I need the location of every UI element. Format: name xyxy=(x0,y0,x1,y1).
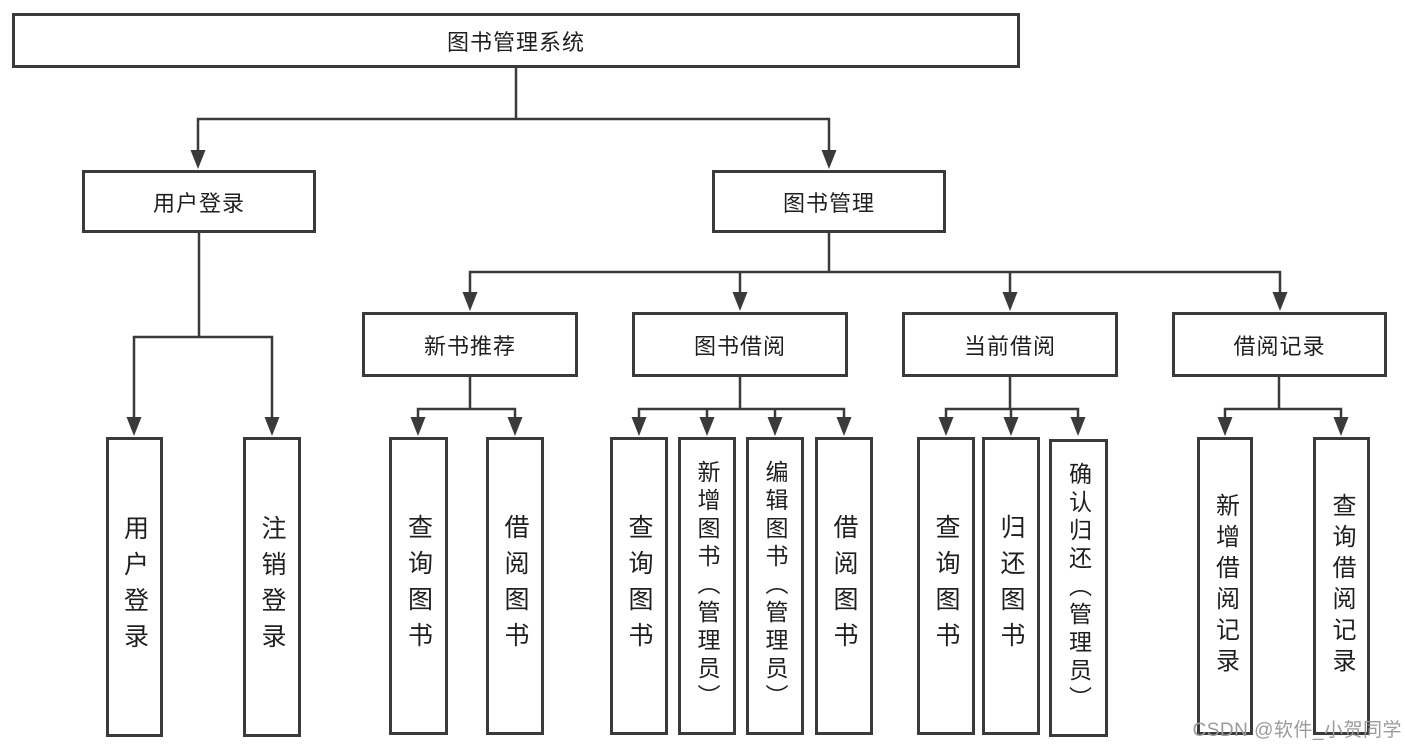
leaf-recommend-query-book: 查询图书 xyxy=(389,437,448,735)
connector-bookmgmt-to-level3 xyxy=(468,233,1282,293)
leaf-borrow-add-book-admin: 新增图书（管理员） xyxy=(678,437,736,735)
leaf-recommend-borrow-book: 借阅图书 xyxy=(486,437,544,735)
node-book-management: 图书管理 xyxy=(712,170,946,233)
connector-records-to-leaves xyxy=(1223,377,1343,419)
connector-borrow-to-leaves xyxy=(637,377,846,419)
watermark: CSDN @软件_小贺同学 xyxy=(1192,720,1402,741)
connector-recommend-to-leaves xyxy=(416,377,517,419)
connector-userlogin-to-leaves xyxy=(132,233,274,418)
node-current-borrow: 当前借阅 xyxy=(902,312,1118,377)
node-user-login: 用户登录 xyxy=(82,170,316,233)
leaf-user-login: 用户登录 xyxy=(106,437,163,737)
leaf-current-query-book: 查询图书 xyxy=(917,437,975,735)
node-book-borrow: 图书借阅 xyxy=(632,312,848,377)
leaf-records-query-record: 查询借阅记录 xyxy=(1313,437,1370,735)
leaf-borrow-edit-book-admin: 编辑图书（管理员） xyxy=(746,437,804,735)
connector-current-to-leaves xyxy=(944,377,1080,419)
leaf-current-return-book: 归还图书 xyxy=(982,437,1040,735)
node-root: 图书管理系统 xyxy=(12,13,1020,68)
leaf-borrow-borrow-book: 借阅图书 xyxy=(815,437,873,735)
leaf-current-confirm-return-admin: 确认归还（管理员） xyxy=(1049,439,1108,737)
leaf-borrow-query-book: 查询图书 xyxy=(610,437,668,735)
node-new-book-recommend: 新书推荐 xyxy=(362,312,578,377)
leaf-logout: 注销登录 xyxy=(243,437,301,737)
node-borrow-records: 借阅记录 xyxy=(1172,312,1387,377)
leaf-records-add-record: 新增借阅记录 xyxy=(1197,437,1253,735)
connector-root-to-level2 xyxy=(196,66,831,153)
